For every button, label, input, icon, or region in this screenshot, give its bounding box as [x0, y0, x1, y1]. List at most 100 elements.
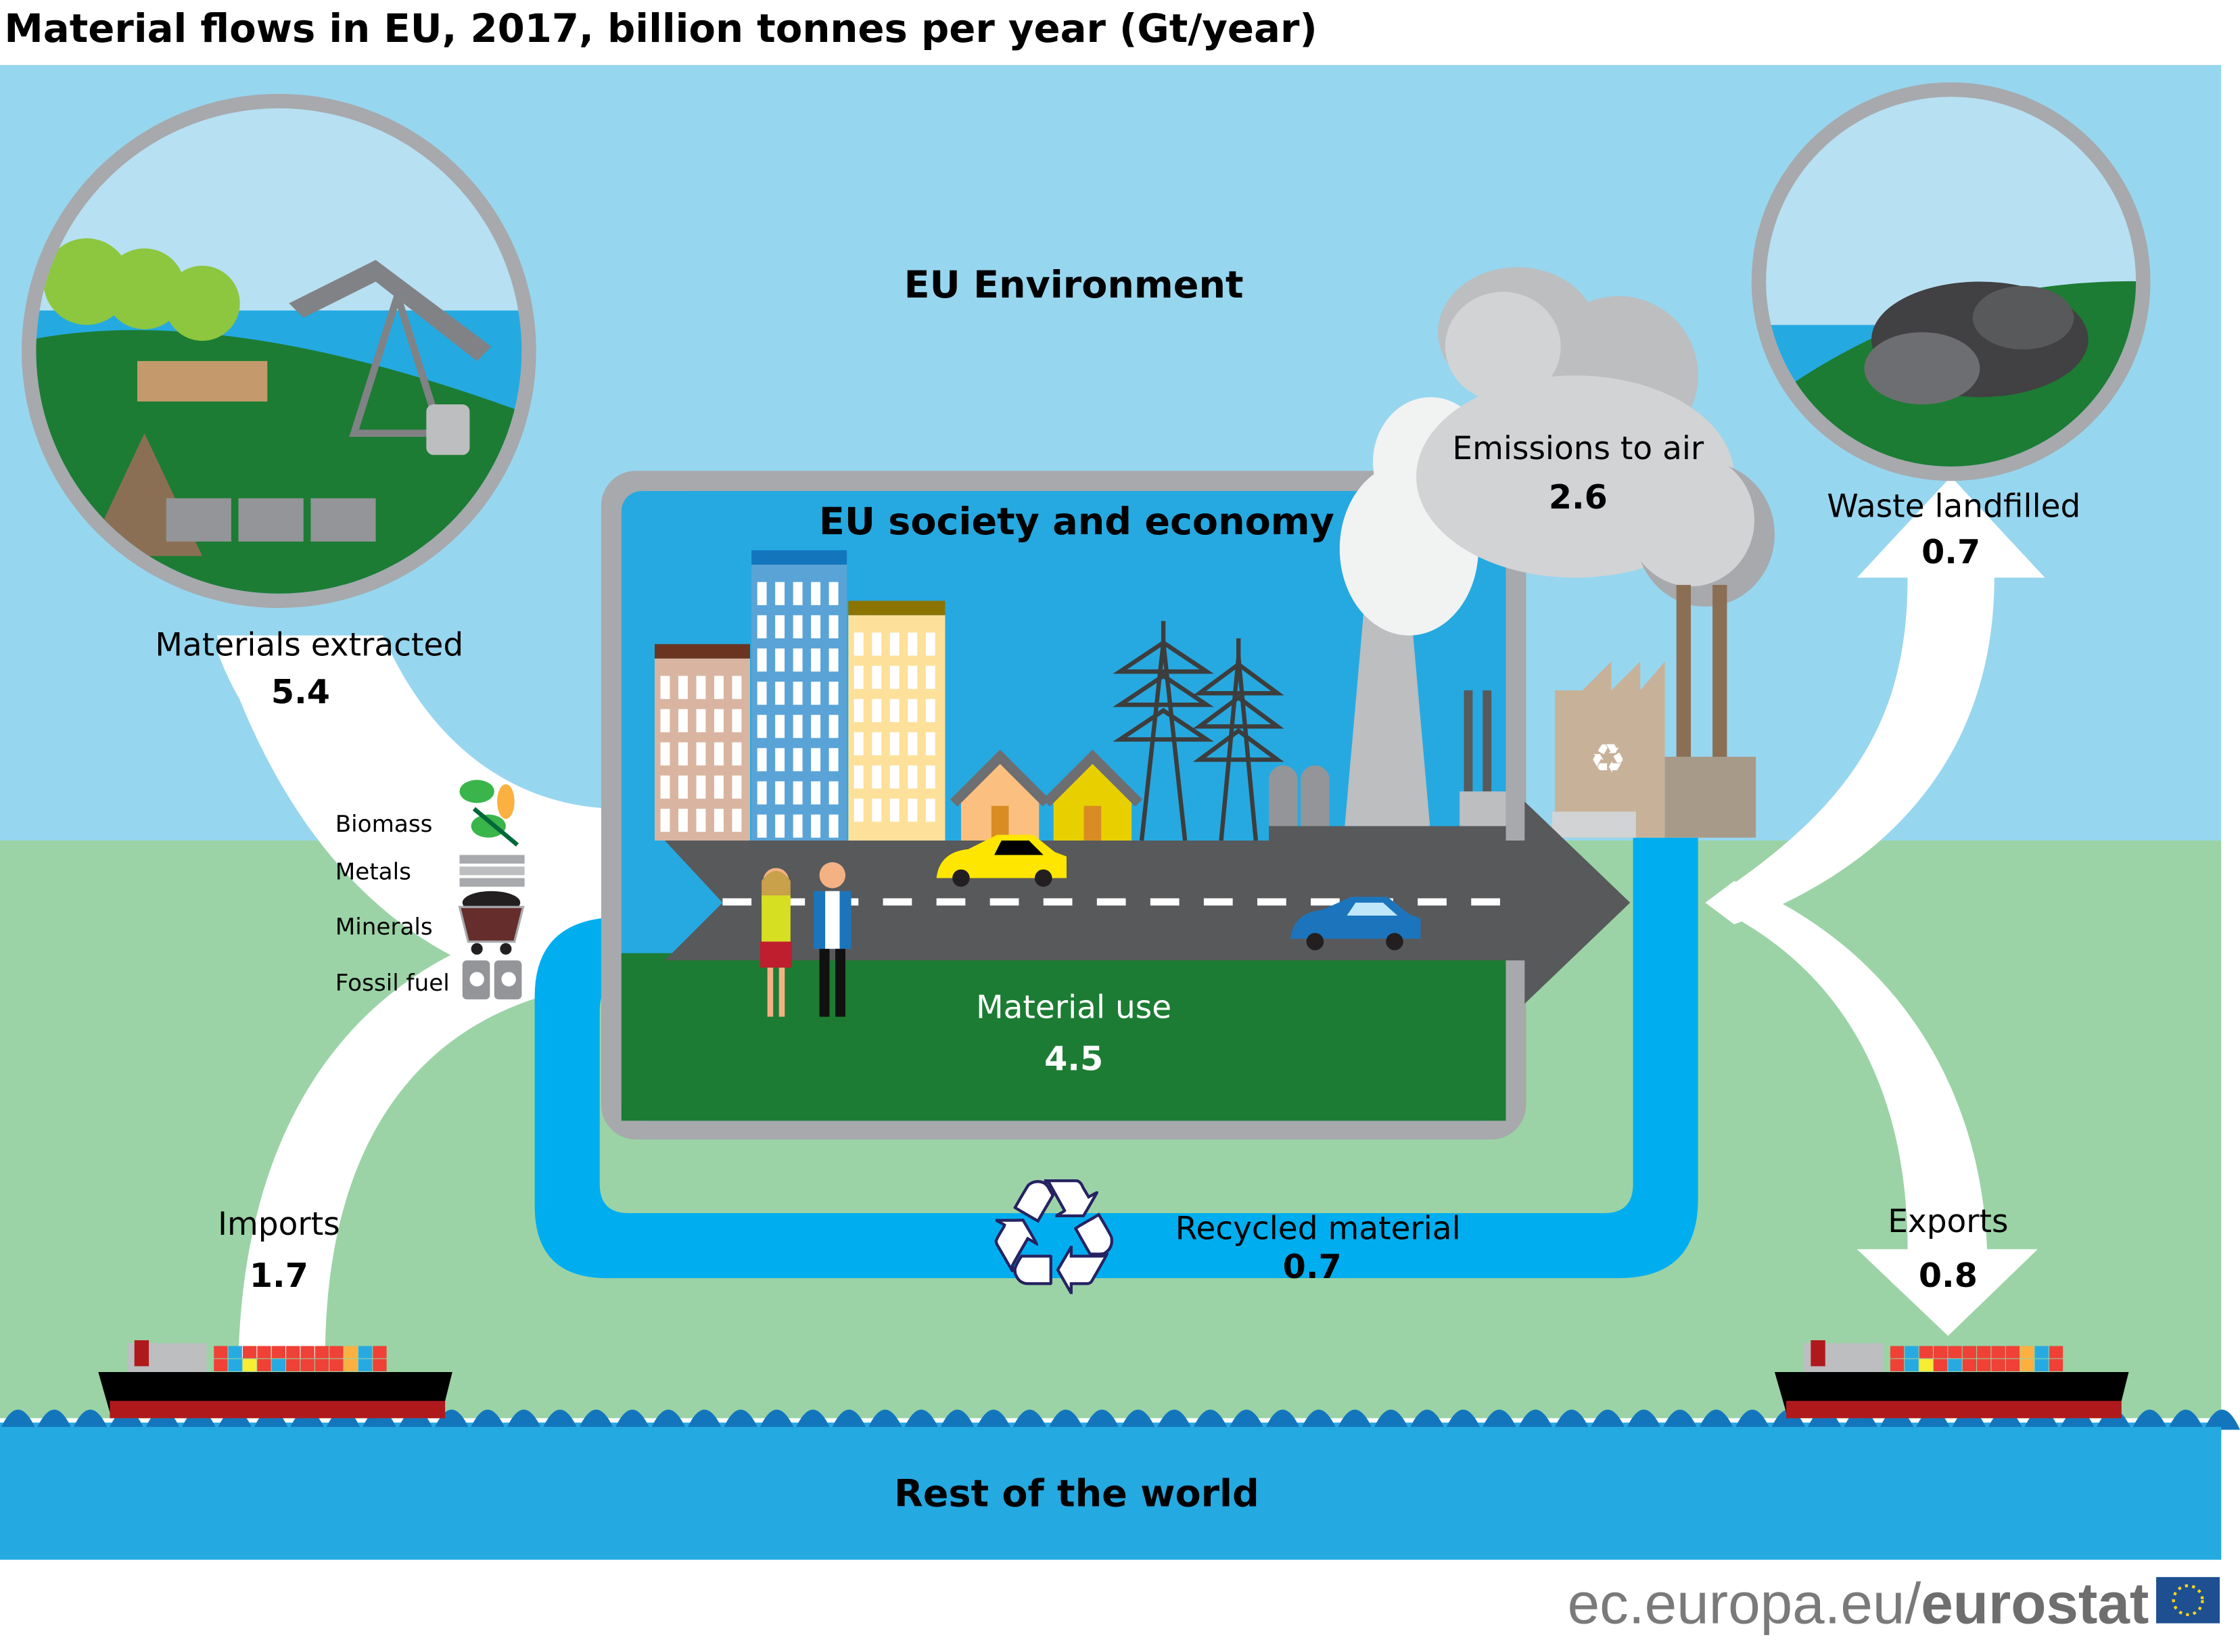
- material-type-fossil-fuel: Fossil fuel: [335, 970, 450, 997]
- ship-container: [1977, 1359, 1991, 1371]
- wave: [2131, 1409, 2168, 1430]
- building-window: [714, 742, 724, 765]
- ship-container: [1948, 1346, 1962, 1359]
- minerals-icon: [458, 891, 525, 955]
- power-plant-icon: [1269, 589, 1506, 841]
- road-dash: [883, 898, 912, 906]
- ship-container: [1890, 1359, 1905, 1371]
- material-use-value: 4.5: [1044, 1039, 1103, 1079]
- road-dash: [1203, 898, 1233, 906]
- wave: [36, 1409, 72, 1430]
- material-type-minerals: Minerals: [335, 914, 433, 941]
- wave: [686, 1409, 723, 1430]
- material-use-label: Material use: [976, 989, 1171, 1026]
- wave: [1698, 1409, 1735, 1430]
- building-window: [775, 715, 785, 738]
- building-window: [696, 809, 706, 832]
- ship-container: [1948, 1359, 1962, 1371]
- building-window: [696, 676, 706, 699]
- ship-container: [314, 1359, 329, 1371]
- wave: [975, 1409, 1012, 1430]
- emissions-to-air-label: Emissions to air: [1452, 430, 1704, 467]
- wave: [1083, 1409, 1120, 1430]
- wave: [1011, 1409, 1048, 1430]
- economy-ground: [621, 953, 1506, 1121]
- building-window: [829, 615, 839, 638]
- road-dash: [1043, 898, 1073, 906]
- building-window: [775, 814, 785, 838]
- building-window: [925, 732, 935, 755]
- building-window: [829, 748, 839, 772]
- wave: [831, 1409, 868, 1430]
- building-window: [678, 742, 688, 765]
- footer-site-prefix: ec.europa.eu/: [1568, 1572, 1921, 1636]
- building-window: [775, 748, 785, 772]
- building-window: [793, 582, 803, 605]
- exports-label: Exports: [1888, 1203, 2008, 1240]
- ship-container: [2049, 1359, 2063, 1371]
- building-window: [775, 682, 785, 705]
- wave: [1445, 1409, 1482, 1430]
- wave: [1192, 1409, 1229, 1430]
- building-window: [811, 748, 821, 772]
- building-window: [732, 709, 742, 732]
- building-window: [678, 709, 688, 732]
- wave: [542, 1409, 578, 1430]
- fossil-fuel-icon: [462, 960, 522, 999]
- building-window: [829, 648, 839, 672]
- building-window: [872, 765, 882, 789]
- building-window: [811, 582, 821, 605]
- wave: [1409, 1409, 1445, 1430]
- ship-funnel: [134, 1340, 149, 1367]
- rest-of-world-label: Rest of the world: [894, 1472, 1259, 1516]
- building-window: [889, 765, 900, 789]
- ship-container: [1919, 1346, 1933, 1359]
- building-window: [908, 732, 918, 755]
- building-window: [854, 632, 864, 656]
- building-window: [872, 699, 882, 722]
- building-window: [793, 814, 803, 838]
- road-dash: [989, 898, 1019, 906]
- biomass-icon: [459, 780, 519, 847]
- wave: [1156, 1409, 1192, 1430]
- ship-container: [242, 1359, 257, 1371]
- building-window: [889, 699, 900, 722]
- materials-extracted-value: 5.4: [271, 672, 330, 711]
- building-window: [872, 665, 882, 689]
- building-window: [889, 799, 900, 822]
- ship-container: [2034, 1346, 2049, 1359]
- ship-container: [1905, 1346, 1919, 1359]
- building-window: [696, 742, 706, 765]
- ship-funnel: [1811, 1340, 1825, 1367]
- ship-container: [2005, 1359, 2020, 1371]
- wave: [469, 1409, 506, 1430]
- building-window: [757, 748, 767, 772]
- people-icon: [760, 862, 851, 1017]
- wave: [1301, 1409, 1337, 1430]
- ship-container: [1890, 1346, 1905, 1359]
- building-window: [660, 809, 670, 832]
- building-window: [793, 748, 803, 772]
- building-window: [854, 699, 864, 722]
- building-window: [732, 742, 742, 765]
- wave: [903, 1409, 939, 1430]
- import-ship-icon: [98, 1340, 452, 1419]
- wave: [650, 1409, 686, 1430]
- building-window: [854, 799, 864, 822]
- building-window: [757, 814, 767, 838]
- building-window: [829, 682, 839, 705]
- building-window: [925, 665, 935, 689]
- ship-container: [1962, 1359, 1977, 1371]
- ship-container: [300, 1346, 314, 1359]
- building-window: [889, 632, 900, 656]
- wave: [1662, 1409, 1698, 1430]
- building-window: [872, 732, 882, 755]
- ship-container: [1991, 1346, 2005, 1359]
- footer-url[interactable]: ec.europa.eu/eurostat: [1568, 1572, 2149, 1636]
- building-window: [908, 799, 918, 822]
- wave: [1372, 1409, 1409, 1430]
- materials-extracted-label: Materials extracted: [155, 627, 463, 664]
- landfill-scene-icon: [1751, 82, 2151, 481]
- building-window: [793, 715, 803, 738]
